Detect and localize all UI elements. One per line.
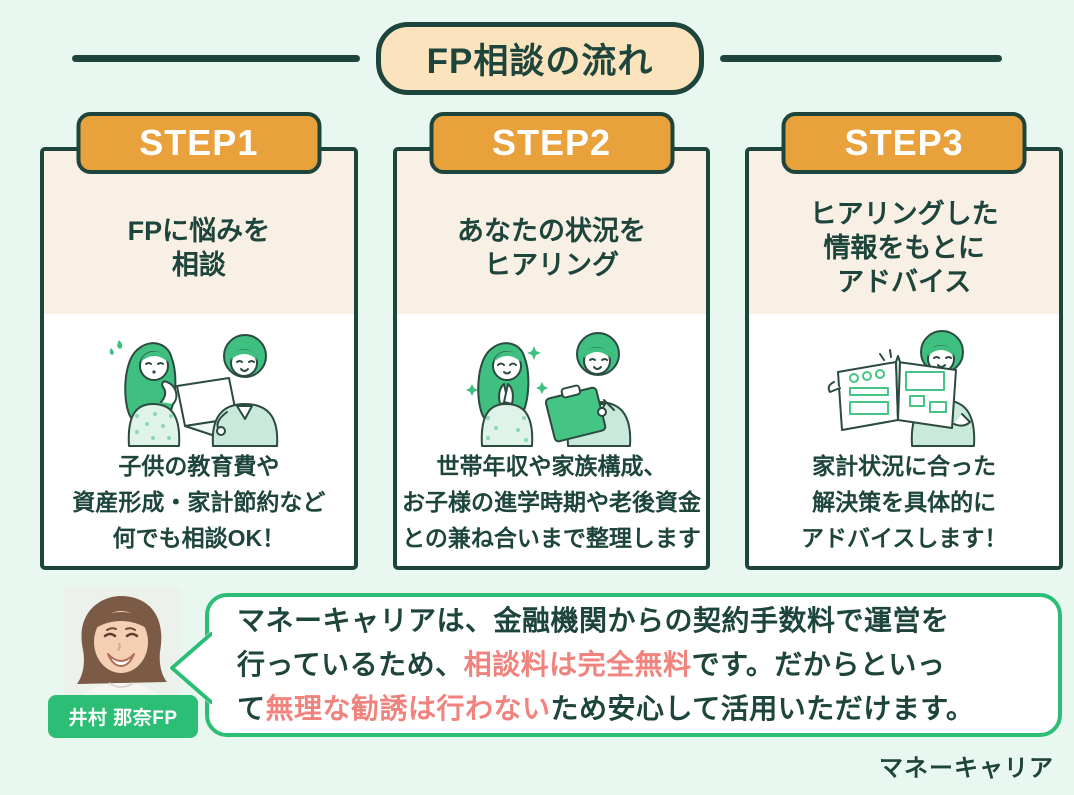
step2-title-line1: あなたの状況を <box>457 215 646 246</box>
step3-title-line3: アドバイス <box>837 266 972 297</box>
step2-card: あなたの状況を ヒアリング <box>392 147 711 570</box>
step3-title-line2: 情報をもとに <box>823 232 985 263</box>
step1-desc-line1: 子供の教育費や <box>118 453 280 479</box>
step2-description: 世帯年収や家族構成、 お子様の進学時期や老後資金 との兼ね合いまで整理します <box>401 448 703 556</box>
step2-title: あなたの状況を ヒアリング <box>457 214 646 282</box>
step2-title-area: あなたの状況を ヒアリング <box>396 151 707 314</box>
speech-bubble: マネーキャリアは、金融機関からの契約手数料で運営を 行っているため、相談料は完全… <box>205 593 1062 737</box>
speech-bubble-tail <box>168 630 212 706</box>
speech-line3-rest: ため安心して活用いただけます。 <box>550 693 975 724</box>
header: FP相談の流れ <box>0 22 1074 95</box>
speech-line3-text: て <box>237 693 266 724</box>
step2-desc-line1: 世帯年収や家族構成、 <box>436 453 667 479</box>
step2-body: 世帯年収や家族構成、 お子様の進学時期や老後資金 との兼ね合いまで整理します <box>397 314 707 566</box>
speech-line-3: て無理な勧誘は行わないため安心して活用いただけます。 <box>237 687 1042 731</box>
step1-title: FPに悩みを 相談 <box>128 214 271 282</box>
advisor-comment-section: 井村 那奈FP マネーキャリアは、金融機関からの契約手数料で運営を 行っているた… <box>48 588 1062 740</box>
two-women-clipboard-hearing-illustration <box>401 320 703 448</box>
step2-badge: STEP2 <box>429 112 674 174</box>
step3-title: ヒアリングした 情報をもとに アドバイス <box>810 197 999 299</box>
step2-desc-line3: との兼ね合いまで整理します <box>402 525 701 551</box>
step3-title-line1: ヒアリングした <box>809 198 999 229</box>
step3-description: 家計状況に合った 解決策を具体的に アドバイスします！ <box>753 448 1055 556</box>
speech-line2-highlight: 相談料は完全無料 <box>463 649 692 680</box>
woman-presenting-booklet-illustration <box>753 320 1055 448</box>
step-card-2: STEP2 あなたの状況を ヒアリング <box>392 112 711 570</box>
step2-title-line2: ヒアリング <box>484 249 619 280</box>
step1-description: 子供の教育費や 資産形成・家計節約など 何でも相談OK！ <box>48 448 350 556</box>
page-title: FP相談の流れ <box>375 22 705 95</box>
step1-desc-line3: 何でも相談OK！ <box>112 525 286 551</box>
step1-title-area: FPに悩みを 相談 <box>44 151 354 314</box>
step1-title-line1: FPに悩みを <box>127 215 271 246</box>
step3-desc-line1: 家計状況に合った <box>812 453 997 479</box>
step2-desc-line2: お子様の進学時期や老後資金 <box>402 489 701 515</box>
money-career-logo: マネーキャリア <box>879 755 1054 782</box>
speech-line-2: 行っているため、相談料は完全無料です。だからといっ <box>237 643 1042 687</box>
step1-body: 子供の教育費や 資産形成・家計節約など 何でも相談OK！ <box>44 314 354 566</box>
two-women-laptop-consultation-illustration <box>48 320 350 448</box>
speech-line2-rest: です。だからといっ <box>691 649 946 680</box>
step3-card: ヒアリングした 情報をもとに アドバイス <box>745 147 1064 570</box>
steps-row: STEP1 FPに悩みを 相談 <box>40 112 1064 570</box>
speech-line-1: マネーキャリアは、金融機関からの契約手数料で運営を <box>237 599 1042 643</box>
speech-line3-highlight: 無理な勧誘は行わない <box>265 693 551 724</box>
step1-badge: STEP1 <box>76 112 322 174</box>
title-divider-right <box>720 55 1003 62</box>
step1-title-line2: 相談 <box>171 249 226 280</box>
title-divider-left <box>71 55 360 62</box>
speech-line1-text: マネーキャリアは、金融機関からの契約手数料で運営を <box>237 605 950 636</box>
step3-desc-line2: 解決策を具体的に <box>812 489 997 515</box>
speech-line2-text: 行っているため、 <box>237 649 464 680</box>
step-card-3: STEP3 ヒアリングした 情報をもとに アドバイス <box>745 112 1064 570</box>
page-title-text: FP相談の流れ <box>426 42 654 81</box>
advisor-name-badge: 井村 那奈FP <box>48 695 198 738</box>
step3-badge: STEP3 <box>781 112 1027 174</box>
step3-body: 家計状況に合った 解決策を具体的に アドバイスします！ <box>749 314 1059 566</box>
step3-desc-line3: アドバイスします！ <box>801 525 1008 551</box>
step-card-1: STEP1 FPに悩みを 相談 <box>40 112 358 570</box>
step1-desc-line2: 資産形成・家計節約など <box>72 489 326 515</box>
step1-card: FPに悩みを 相談 <box>40 147 358 570</box>
step3-title-area: ヒアリングした 情報をもとに アドバイス <box>749 151 1060 314</box>
